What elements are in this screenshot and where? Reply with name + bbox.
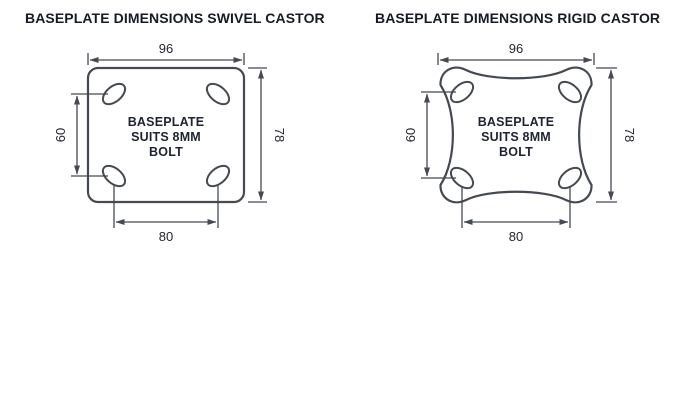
swivel-castor-diagram: BASEPLATE DIMENSIONS SWIVEL CASTOR BASEP…: [8, 10, 348, 280]
baseplate-outline-swivel: [86, 66, 246, 204]
bolt-hole-top-right: [205, 82, 231, 106]
diagram-title-rigid: BASEPLATE DIMENSIONS RIGID CASTOR: [375, 10, 661, 26]
plate-label-line1: BASEPLATE: [128, 115, 205, 129]
dim-label-hole-spacing-horizontal: 80: [509, 229, 523, 244]
dim-label-hole-spacing-vertical: 60: [53, 128, 68, 142]
bolt-hole-bottom-left: [101, 164, 127, 188]
dim-label-hole-spacing-horizontal: 80: [159, 229, 173, 244]
plate-label-line2: SUITS 8MM: [481, 130, 551, 144]
swivel-castor-drawing: BASEPLATE SUITS 8MM BOLT 96 78 60 80: [53, 41, 287, 244]
rigid-castor-drawing: BASEPLATE SUITS 8MM BOLT 96 78 60 80: [403, 41, 637, 244]
bolt-hole-top-left: [449, 80, 475, 104]
baseplate-outline-rigid: [439, 66, 593, 204]
plate-label-line2: SUITS 8MM: [131, 130, 201, 144]
dim-label-plate-width: 96: [159, 41, 173, 56]
bolt-hole-top-left: [101, 82, 127, 106]
rigid-castor-diagram: BASEPLATE DIMENSIONS RIGID CASTOR BASEPL…: [358, 10, 698, 280]
plate-label-line3: BOLT: [499, 145, 533, 159]
dim-label-plate-width: 96: [509, 41, 523, 56]
dim-label-plate-height: 78: [272, 128, 287, 142]
bolt-hole-top-right: [557, 80, 583, 104]
dim-label-hole-spacing-vertical: 60: [403, 128, 418, 142]
bolt-hole-bottom-left: [449, 166, 475, 190]
plate-label-line3: BOLT: [149, 145, 183, 159]
plate-label-line1: BASEPLATE: [478, 115, 555, 129]
dim-label-plate-height: 78: [622, 128, 637, 142]
bolt-hole-bottom-right: [557, 166, 583, 190]
diagram-title-swivel: BASEPLATE DIMENSIONS SWIVEL CASTOR: [25, 10, 325, 26]
bolt-hole-bottom-right: [205, 164, 231, 188]
